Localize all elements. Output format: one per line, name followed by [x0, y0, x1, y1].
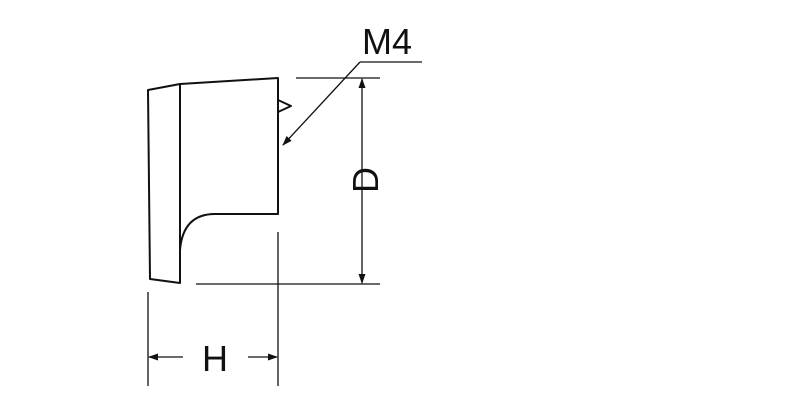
depth-label: D — [345, 167, 386, 193]
leader-line-m4 — [282, 61, 361, 146]
part-left-face — [147, 83, 181, 284]
height-label: H — [202, 338, 228, 379]
thread-indicator — [277, 99, 292, 113]
thread-label: M4 — [362, 21, 412, 62]
part-body — [179, 77, 279, 283]
